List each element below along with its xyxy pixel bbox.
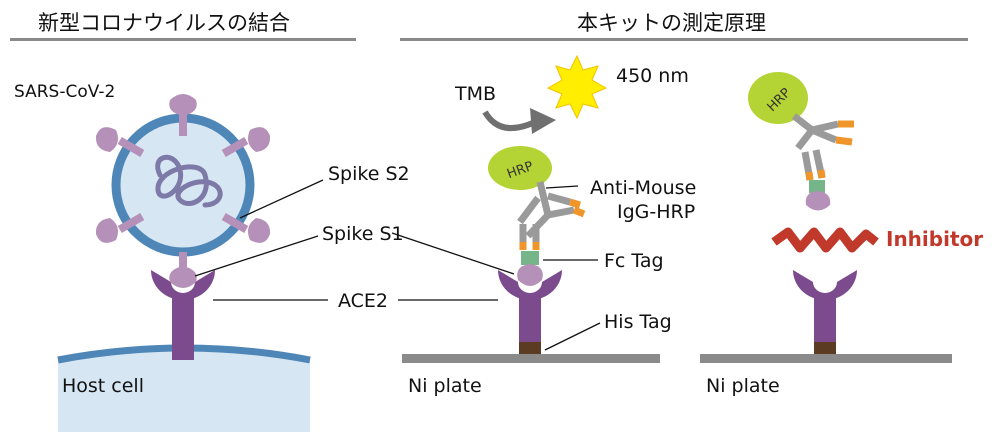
inhibitor-molecule: [771, 227, 879, 253]
ni-plate-middle: [402, 354, 660, 363]
ace2-label: ACE2: [338, 290, 388, 312]
spike-s2-leader: [239, 179, 324, 219]
spike-s1-bound: [517, 264, 543, 286]
ni-plate-label-right: Ni plate: [706, 375, 780, 397]
ni-plate-right: [700, 354, 952, 363]
hrp-enzyme: [488, 146, 552, 190]
his-tag: [519, 342, 541, 354]
spike-s1-leader: [194, 235, 319, 277]
anti-mouse-antibody: [517, 181, 586, 239]
igg-fc-fragment: [519, 224, 540, 250]
spike-s1-leader-right: [391, 232, 515, 275]
virus-label: SARS-CoV-2: [14, 82, 115, 102]
antibody-label-line1: Anti-Mouse: [590, 177, 696, 199]
spike-top: [169, 94, 197, 136]
spike-upper-right: [221, 127, 271, 157]
inhibitor-label: Inhibitor: [886, 227, 983, 251]
antibody-label-line2: IgG-HRP: [617, 201, 695, 223]
ace2-receptor-right: [793, 270, 857, 342]
ni-plate-label-middle: Ni plate: [408, 375, 482, 397]
host-cell: [58, 348, 310, 432]
ace2-receptor-middle: [498, 270, 562, 342]
anti-mouse-antibody-2: [791, 113, 854, 151]
spike-s2-label: Spike S2: [328, 163, 410, 185]
right-heading: 本キットの測定原理: [577, 11, 766, 35]
virus-rna: [155, 154, 223, 208]
tmb-arrowhead: [530, 108, 556, 134]
fc-tag: [521, 251, 539, 265]
left-heading: 新型コロナウイルスの結合: [38, 11, 290, 35]
his-tag-2: [814, 342, 836, 354]
spike-upper-left: [95, 127, 145, 157]
his-tag-label: His Tag: [604, 311, 672, 333]
spike-s1-free: [805, 191, 831, 211]
igg-fc-fragment-2: [801, 149, 826, 181]
spike-bottom-bound: [169, 252, 197, 288]
ace2-receptor-left: [151, 270, 215, 360]
spike-lower-right: [221, 213, 271, 243]
tmb-label: TMB: [454, 83, 496, 105]
left-heading-underline: [10, 38, 356, 41]
virus: [95, 94, 271, 288]
spike-s1-label: Spike S1: [322, 223, 404, 245]
tmb-arrow: [482, 110, 537, 132]
fc-tag-label: Fc Tag: [604, 250, 664, 272]
light-burst: [546, 54, 608, 120]
antibody-leader: [545, 185, 579, 189]
fc-tag-2: [809, 180, 825, 193]
spike-lower-left: [95, 213, 145, 243]
hrp-enzyme-2: [748, 72, 808, 124]
his-tag-leader: [544, 322, 601, 351]
right-heading-underline: [400, 38, 968, 41]
wavelength-label: 450 nm: [616, 65, 689, 87]
host-cell-label: Host cell: [62, 375, 144, 397]
